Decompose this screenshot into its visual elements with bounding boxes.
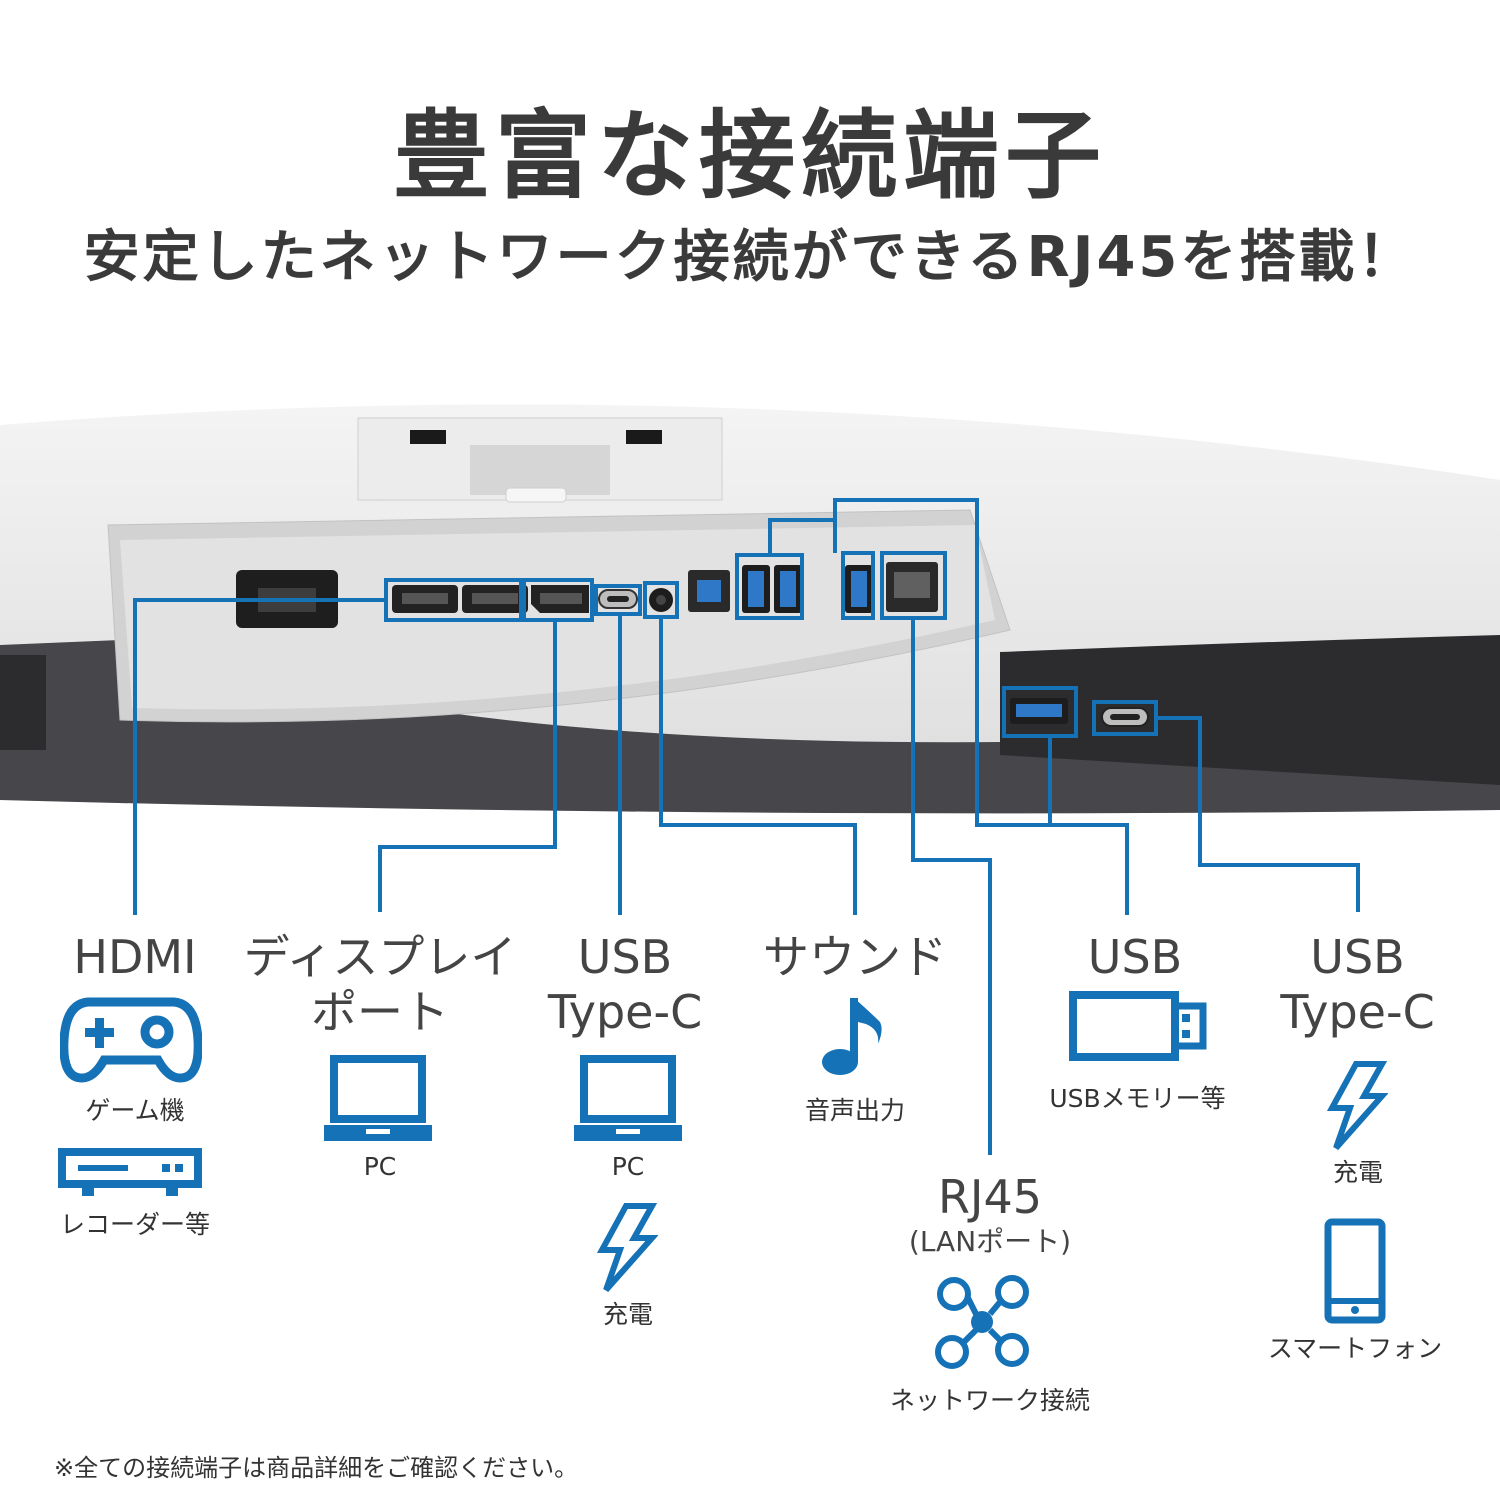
line-rj45: [911, 618, 992, 1155]
usb-a-port-2: [774, 565, 802, 613]
line-audio: [659, 617, 857, 915]
laptop-icon: [324, 1055, 432, 1141]
usb-stick-icon: [1069, 991, 1207, 1061]
port-name-usb: USB: [1087, 930, 1183, 984]
use-label-smartphone: スマートフォン: [1267, 1334, 1443, 1363]
highlight-usb-c: [594, 584, 642, 616]
audio-jack-port: [649, 588, 673, 612]
port-name-sound: サウンド: [763, 930, 947, 984]
use-label-game: ゲーム機: [85, 1096, 185, 1125]
lightning-icon: [596, 1203, 658, 1292]
network-icon: [935, 1275, 1029, 1369]
usb-c-port-rear: [598, 589, 638, 609]
hdmi-port-1: [392, 585, 458, 613]
port-name-rj45: RJ45 (LANポート): [908, 1170, 1072, 1259]
smartphone-icon: [1324, 1218, 1386, 1324]
usb-a-port-1: [742, 565, 770, 613]
vent-grille-right: [1000, 635, 1500, 785]
port-name-displayport: ディスプレイ ポート: [243, 930, 517, 1040]
usb-b-port: [688, 570, 730, 612]
footnote: ※全ての接続端子は商品詳細をご確認ください。: [54, 1454, 579, 1482]
use-label-charge-side: 充電: [1332, 1158, 1383, 1187]
laptop-icon: [574, 1055, 682, 1141]
use-label-charge-rear: 充電: [602, 1300, 653, 1329]
highlight-displayport: [522, 578, 594, 622]
gamepad-icon: [60, 997, 202, 1083]
use-label-pc-usbc: PC: [611, 1152, 645, 1181]
use-label-recorder: レコーダー等: [59, 1210, 210, 1239]
line-usb-group: [833, 498, 1129, 915]
page-title: 豊富な接続端子: [393, 100, 1107, 212]
stand-bracket: [357, 417, 723, 503]
line-hdmi: [133, 598, 386, 915]
use-label-usb-memory: USBメモリー等: [1049, 1084, 1226, 1113]
monitor-bottom-band: [0, 640, 1500, 814]
hdmi-port-2: [462, 585, 528, 613]
displayport-port: [531, 585, 589, 613]
highlight-usb-a-single: [841, 551, 875, 620]
music-note-icon: [822, 998, 882, 1075]
line-usb-a-pair: [768, 518, 837, 555]
port-name-usb-c-side: USB Type-C: [1280, 930, 1435, 1040]
page-subtitle: 安定したネットワーク接続ができるRJ45を搭載！: [83, 225, 1417, 290]
vent-grille-left: [0, 655, 46, 750]
line-displayport: [378, 620, 557, 912]
usb-a-port-3: [845, 565, 873, 613]
recorder-icon: [58, 1148, 202, 1196]
rj45-port: [886, 562, 938, 612]
use-label-audio: 音声出力: [804, 1096, 905, 1125]
line-usb-c-side: [1156, 716, 1360, 912]
use-label-network: ネットワーク接続: [889, 1386, 1090, 1415]
lightning-icon: [1326, 1061, 1388, 1150]
highlight-usb-a-side: [1002, 686, 1078, 738]
usb-c-port-side: [1101, 707, 1149, 727]
port-name-hdmi: HDMI: [73, 930, 197, 984]
monitor-rear-ports-photo: [0, 404, 1500, 814]
usb-a-port-side: [1010, 698, 1068, 724]
port-name-usb-c-rear: USB Type-C: [547, 930, 703, 1040]
use-label-pc-dp: PC: [363, 1152, 397, 1181]
